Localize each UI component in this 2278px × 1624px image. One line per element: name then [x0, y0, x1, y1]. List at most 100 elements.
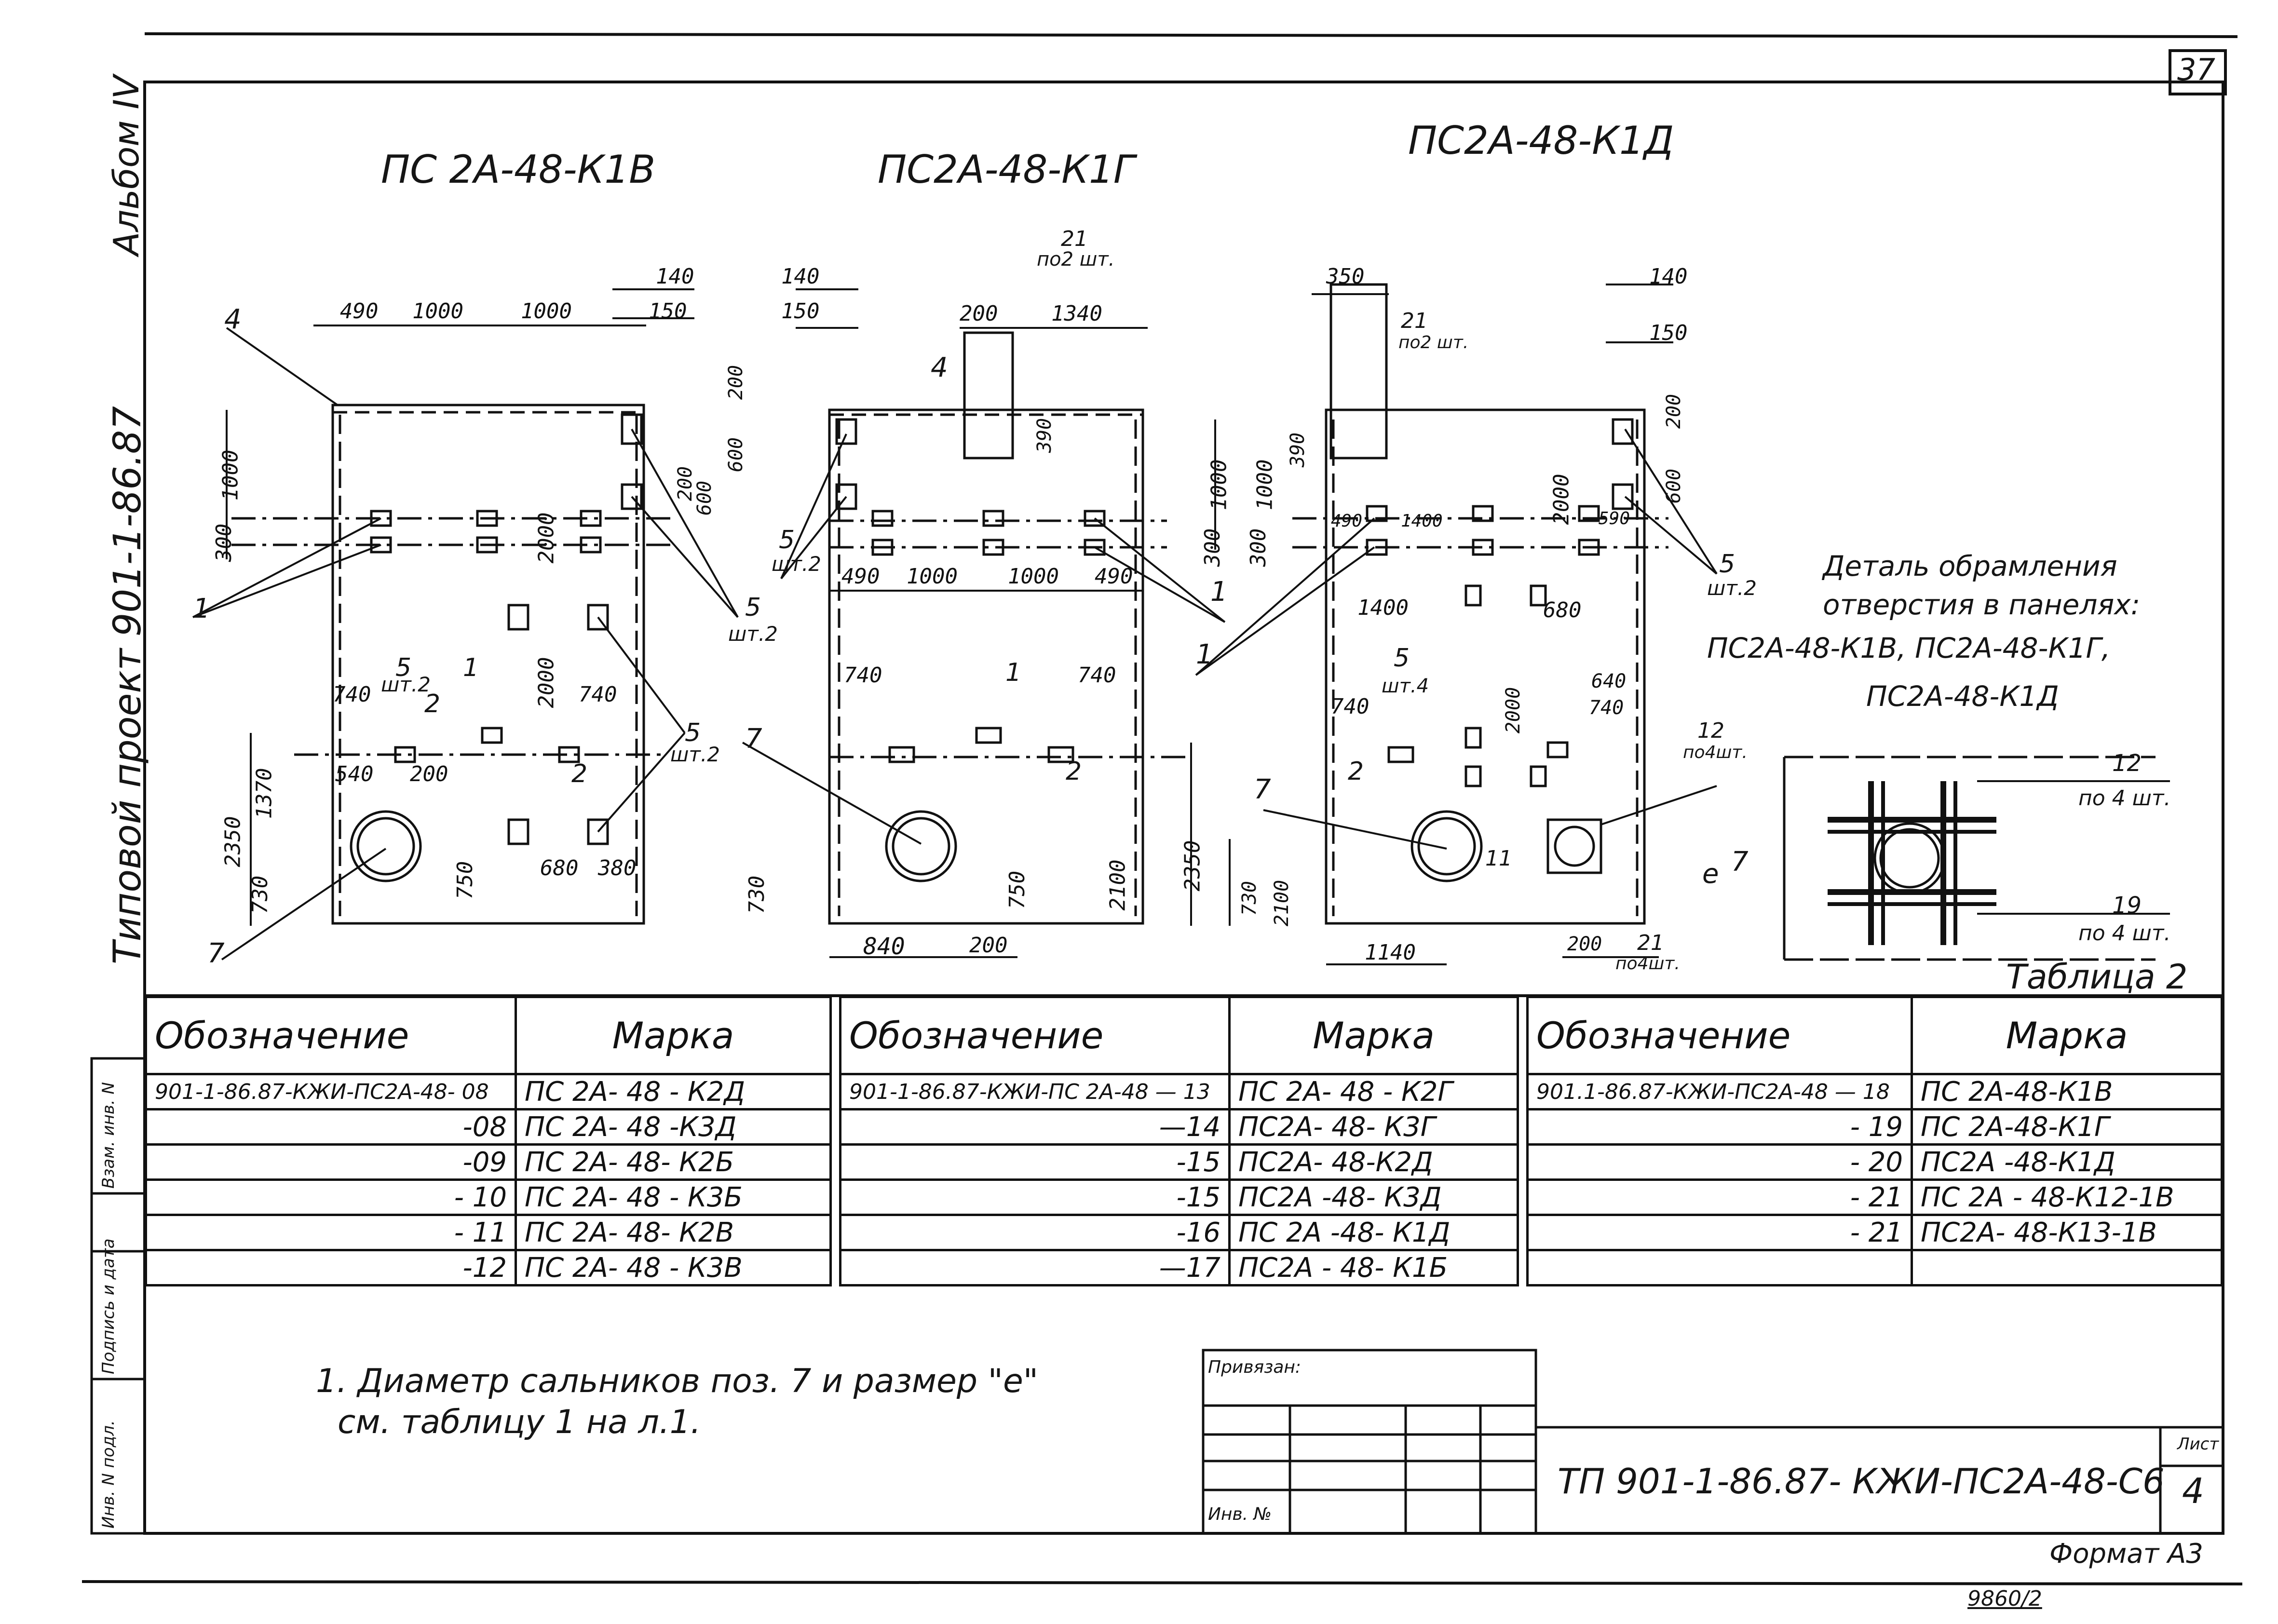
p3-dim-b: 1000	[1207, 459, 1232, 511]
callout-1-p3: 1	[1196, 639, 1213, 670]
table2-header-code: Обозначение	[839, 996, 1231, 1075]
detail-title-3: ПС2А-48-К1В, ПС2А-48-К1Г,	[1707, 632, 2111, 664]
p3-dim-e: 300	[1200, 528, 1225, 567]
p1-dim-m: 540	[335, 762, 374, 786]
p1-dim-u: 2000	[534, 657, 559, 708]
callout-21-p3: 21	[1401, 309, 1428, 333]
panel3-hole	[1410, 810, 1483, 882]
p2-dim-s: 200	[969, 933, 1008, 958]
table1-row3-mark: ПС 2А- 48- К2Б	[515, 1143, 832, 1181]
table1-row5-code: - 11	[145, 1214, 517, 1251]
p3-dim-n: 2000	[1502, 687, 1525, 734]
p3-dim-u: 140	[1649, 264, 1688, 289]
panel1-title: ПС 2А-48-К1В	[381, 147, 656, 192]
p2-dim-j: 1000	[1008, 564, 1059, 589]
table1-row2-mark: ПС 2А- 48 -К3Д	[515, 1108, 832, 1146]
p1-dim-b: 1000	[412, 299, 463, 324]
callout-sht2-p1c: шт.2	[670, 743, 720, 766]
table1-row6-code: -12	[145, 1249, 517, 1286]
detail-title-2: отверстия в панелях:	[1823, 588, 2141, 621]
callout-5-p1a: 5	[395, 653, 412, 682]
table2-row4-code: -15	[839, 1178, 1231, 1216]
p2-dim-l: 740	[844, 663, 882, 688]
table2-row5-mark: ПС 2А -48- К1Д	[1228, 1214, 1519, 1251]
table-caption: Таблица 2	[2006, 957, 2188, 997]
stamp-linked: Привязан:	[1208, 1357, 1302, 1377]
inventory-number: 9860/2	[1967, 1586, 2042, 1611]
note-line-1: 1. Диаметр сальников поз. 7 и размер "е"	[316, 1362, 1039, 1400]
callout-12-p3: 12	[1697, 718, 1724, 743]
table3-row1-code: 901.1-86.87-КЖИ-ПС2А-48 — 18	[1526, 1073, 1913, 1110]
p3-dim-p: 740	[1589, 697, 1624, 719]
table3-row4-mark: ПС 2А - 48-К12-1В	[1911, 1178, 2223, 1216]
callout-7-detail: 7	[1731, 846, 1749, 878]
p1-dim-f: 1000	[218, 449, 243, 501]
p3-dim-q: 730	[1238, 880, 1261, 916]
p3-dim-r: 2100	[1271, 880, 1293, 927]
p1-dim-j: 600	[693, 480, 716, 516]
table2-row2-code: —14	[839, 1108, 1231, 1146]
callout-2-p2: 2	[1066, 757, 1082, 786]
p3-dim-w: 200	[1663, 393, 1685, 429]
note-line-2: см. таблицу 1 на л.1.	[338, 1403, 701, 1441]
panel3-outline	[1325, 408, 1646, 925]
p2-dim-h: 490	[841, 564, 880, 589]
p2-dim-f: 390	[1033, 418, 1056, 453]
p3-dim-g: 2000	[1549, 474, 1574, 525]
p2-dim-o: 750	[1005, 870, 1030, 909]
table3-row6-mark	[1911, 1249, 2223, 1286]
callout-sht2-p2: шт.2	[772, 552, 821, 576]
callout-4-p1: 4	[224, 304, 242, 335]
p3-dim-j: 590	[1599, 509, 1630, 528]
table2-row4-mark: ПС2А -48- К3Д	[1228, 1178, 1519, 1216]
table1-row1-code: 901-1-86.87-КЖИ-ПС2А-48- 08	[145, 1073, 517, 1110]
p3-dim-t: 200	[1567, 933, 1602, 955]
table3-row1-mark: ПС 2А-48-К1В	[1911, 1073, 2223, 1110]
table1-header-code: Обозначение	[145, 996, 517, 1075]
table2-row6-code: —17	[839, 1249, 1231, 1286]
p3-dim-k: 1400	[1357, 595, 1409, 620]
callout-7-p3: 7	[1254, 774, 1271, 805]
p1-dim-g: 300	[212, 523, 237, 562]
p2-dim-r: 840	[863, 933, 905, 960]
p1-dim-l: 740	[579, 682, 617, 707]
p3-dim-o: 640	[1591, 670, 1627, 692]
p2-dim-g: 600	[725, 437, 747, 473]
p2-dim-a: 140	[781, 264, 820, 289]
p2-dim-c: 200	[960, 301, 998, 326]
sheet-number: 4	[2182, 1471, 2204, 1511]
table3-row3-mark: ПС2А -48-К1Д	[1911, 1143, 2223, 1181]
p3-dim-x: 600	[1663, 468, 1685, 504]
callout-sht2-p3: шт.2	[1707, 576, 1757, 600]
callout-2-p1a: 2	[424, 690, 441, 718]
table3-header-code: Обозначение	[1526, 996, 1913, 1075]
callout-7-p1: 7	[207, 938, 225, 969]
p2-dim-i: 1000	[907, 564, 958, 589]
p2-dim-b: 150	[781, 299, 820, 324]
callout-12-detail: 12	[2112, 750, 2142, 777]
callout-e-p3: е	[1702, 858, 1719, 890]
callout-po4sht-p3b: по4шт.	[1615, 954, 1680, 974]
sheet-number-top: 37	[2177, 52, 2215, 87]
callout-1-p2a: 1	[1210, 576, 1228, 608]
table3-row5-mark: ПС2А- 48-К13-1В	[1911, 1214, 2223, 1251]
table1-row6-mark: ПС 2А- 48 - К3В	[515, 1249, 832, 1286]
p1-dim-s: 680	[540, 856, 579, 880]
p2-dim-m: 740	[1078, 663, 1116, 688]
p1-dim-q: 730	[248, 875, 273, 914]
p3-dim-f: 300	[1246, 528, 1271, 567]
p1-dim-c: 1000	[521, 299, 572, 324]
callout-5-p2: 5	[779, 526, 795, 555]
p3-dim-l: 680	[1543, 598, 1582, 623]
table3-row5-code: - 21	[1526, 1214, 1913, 1251]
table-3: Обозначение Марка 901.1-86.87-КЖИ-ПС2А-4…	[1526, 996, 2223, 1286]
panel1-hole	[350, 810, 422, 882]
table3-row4-code: - 21	[1526, 1178, 1913, 1216]
p1-dim-e: 150	[649, 299, 687, 324]
p1-dim-n: 200	[410, 762, 448, 786]
p1-dim-d: 140	[656, 264, 694, 289]
callout-11-p3: 11	[1485, 846, 1512, 871]
detail-title-1: Деталь обрамления	[1823, 550, 2117, 582]
p1-dim-t: 380	[598, 856, 637, 880]
